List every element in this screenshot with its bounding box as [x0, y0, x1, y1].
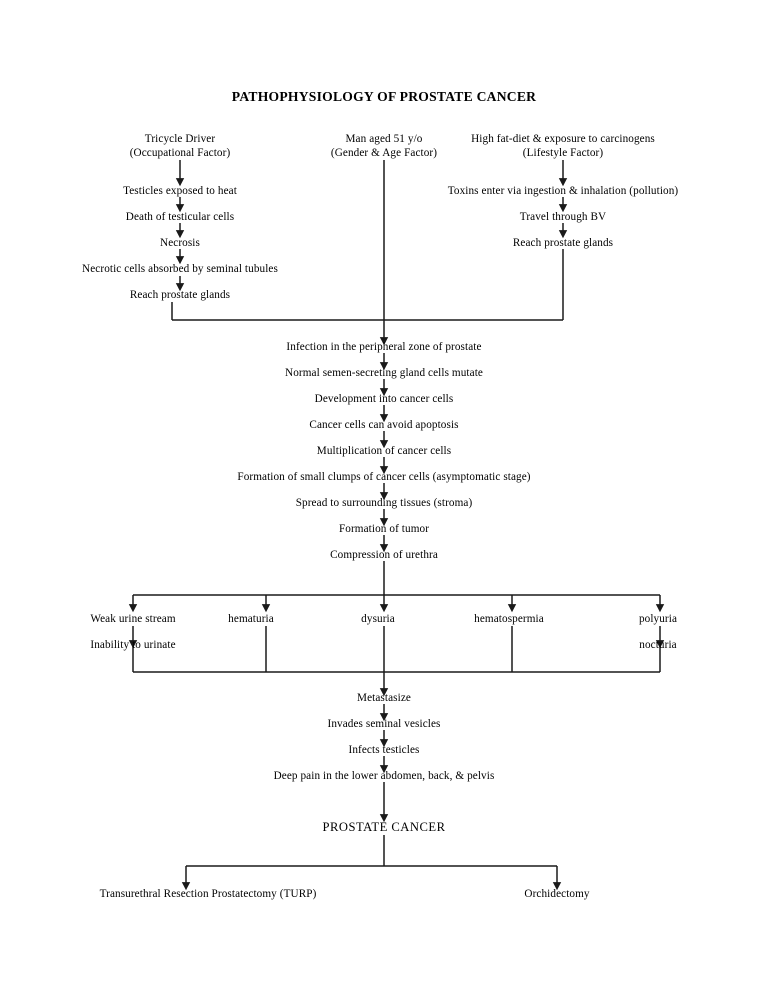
node-death-of-testicular-cells: Death of testicular cells [125, 211, 235, 223]
node-spread-to-stroma: Spread to surrounding tissues (stroma) [295, 497, 473, 509]
node-formation-of-tumor: Formation of tumor [338, 523, 430, 535]
risk-factor-lifestyle-line1: High fat-diet & exposure to carcinogens [471, 133, 655, 145]
node-avoid-apoptosis: Cancer cells can avoid apoptosis [309, 419, 459, 431]
risk-factor-gender-age-line1: Man aged 51 y/o [345, 133, 423, 145]
node-reach-prostate-glands-left: Reach prostate glands [129, 289, 231, 301]
node-necrosis: Necrosis [160, 237, 200, 249]
symptom-inability-to-urinate: Inability to urinate [90, 639, 176, 651]
risk-factor-lifestyle-line2: (Lifestyle Factor) [522, 146, 604, 159]
node-formation-small-clumps: Formation of small clumps of cancer cell… [237, 471, 531, 483]
symptom-nocturia: nocturia [639, 639, 677, 651]
symptom-dysuria: dysuria [361, 613, 395, 625]
risk-factor-lifestyle: High fat-diet & exposure to carcinogens … [471, 133, 655, 160]
node-development-into-cancer-cells: Development into cancer cells [314, 393, 454, 405]
node-necrotic-cells-absorbed: Necrotic cells absorbed by seminal tubul… [82, 263, 278, 275]
risk-factor-gender-age: Man aged 51 y/o (Gender & Age Factor) [331, 133, 437, 160]
node-prostate-cancer: PROSTATE CANCER [322, 820, 446, 834]
node-compression-of-urethra: Compression of urethra [330, 549, 438, 561]
node-deep-pain: Deep pain in the lower abdomen, back, & … [273, 770, 495, 782]
node-metastasize: Metastasize [357, 692, 411, 704]
node-travel-through-bv: Travel through BV [519, 211, 607, 223]
risk-factor-gender-age-line2: (Gender & Age Factor) [330, 146, 438, 159]
node-testicles-exposed-to-heat: Testicles exposed to heat [123, 185, 237, 197]
risk-factor-occupational-line2: (Occupational Factor) [129, 146, 231, 159]
node-cells-mutate: Normal semen-secreting gland cells mutat… [285, 367, 483, 379]
page-title: PATHOPHYSIOLOGY OF PROSTATE CANCER [231, 89, 537, 104]
node-invades-seminal-vesicles: Invades seminal vesicles [327, 718, 441, 730]
node-multiplication-of-cancer-cells: Multiplication of cancer cells [316, 445, 452, 457]
node-reach-prostate-glands-right: Reach prostate glands [512, 237, 614, 249]
symptom-hematuria: hematuria [228, 613, 274, 625]
treatment-orchidectomy: Orchidectomy [524, 888, 590, 900]
symptom-hematospermia: hematospermia [474, 613, 544, 625]
symptom-weak-urine-stream: Weak urine stream [90, 613, 176, 625]
risk-factor-occupational: Tricycle Driver (Occupational Factor) [130, 133, 231, 160]
node-infection-peripheral-zone: Infection in the peripheral zone of pros… [286, 341, 482, 353]
node-infects-testicles: Infects testicles [348, 744, 420, 756]
treatment-turp: Transurethral Resection Prostatectomy (T… [99, 888, 317, 900]
node-toxins-enter: Toxins enter via ingestion & inhalation … [447, 185, 679, 197]
symptom-polyuria: polyuria [638, 613, 678, 625]
risk-factor-occupational-line1: Tricycle Driver [144, 133, 216, 145]
